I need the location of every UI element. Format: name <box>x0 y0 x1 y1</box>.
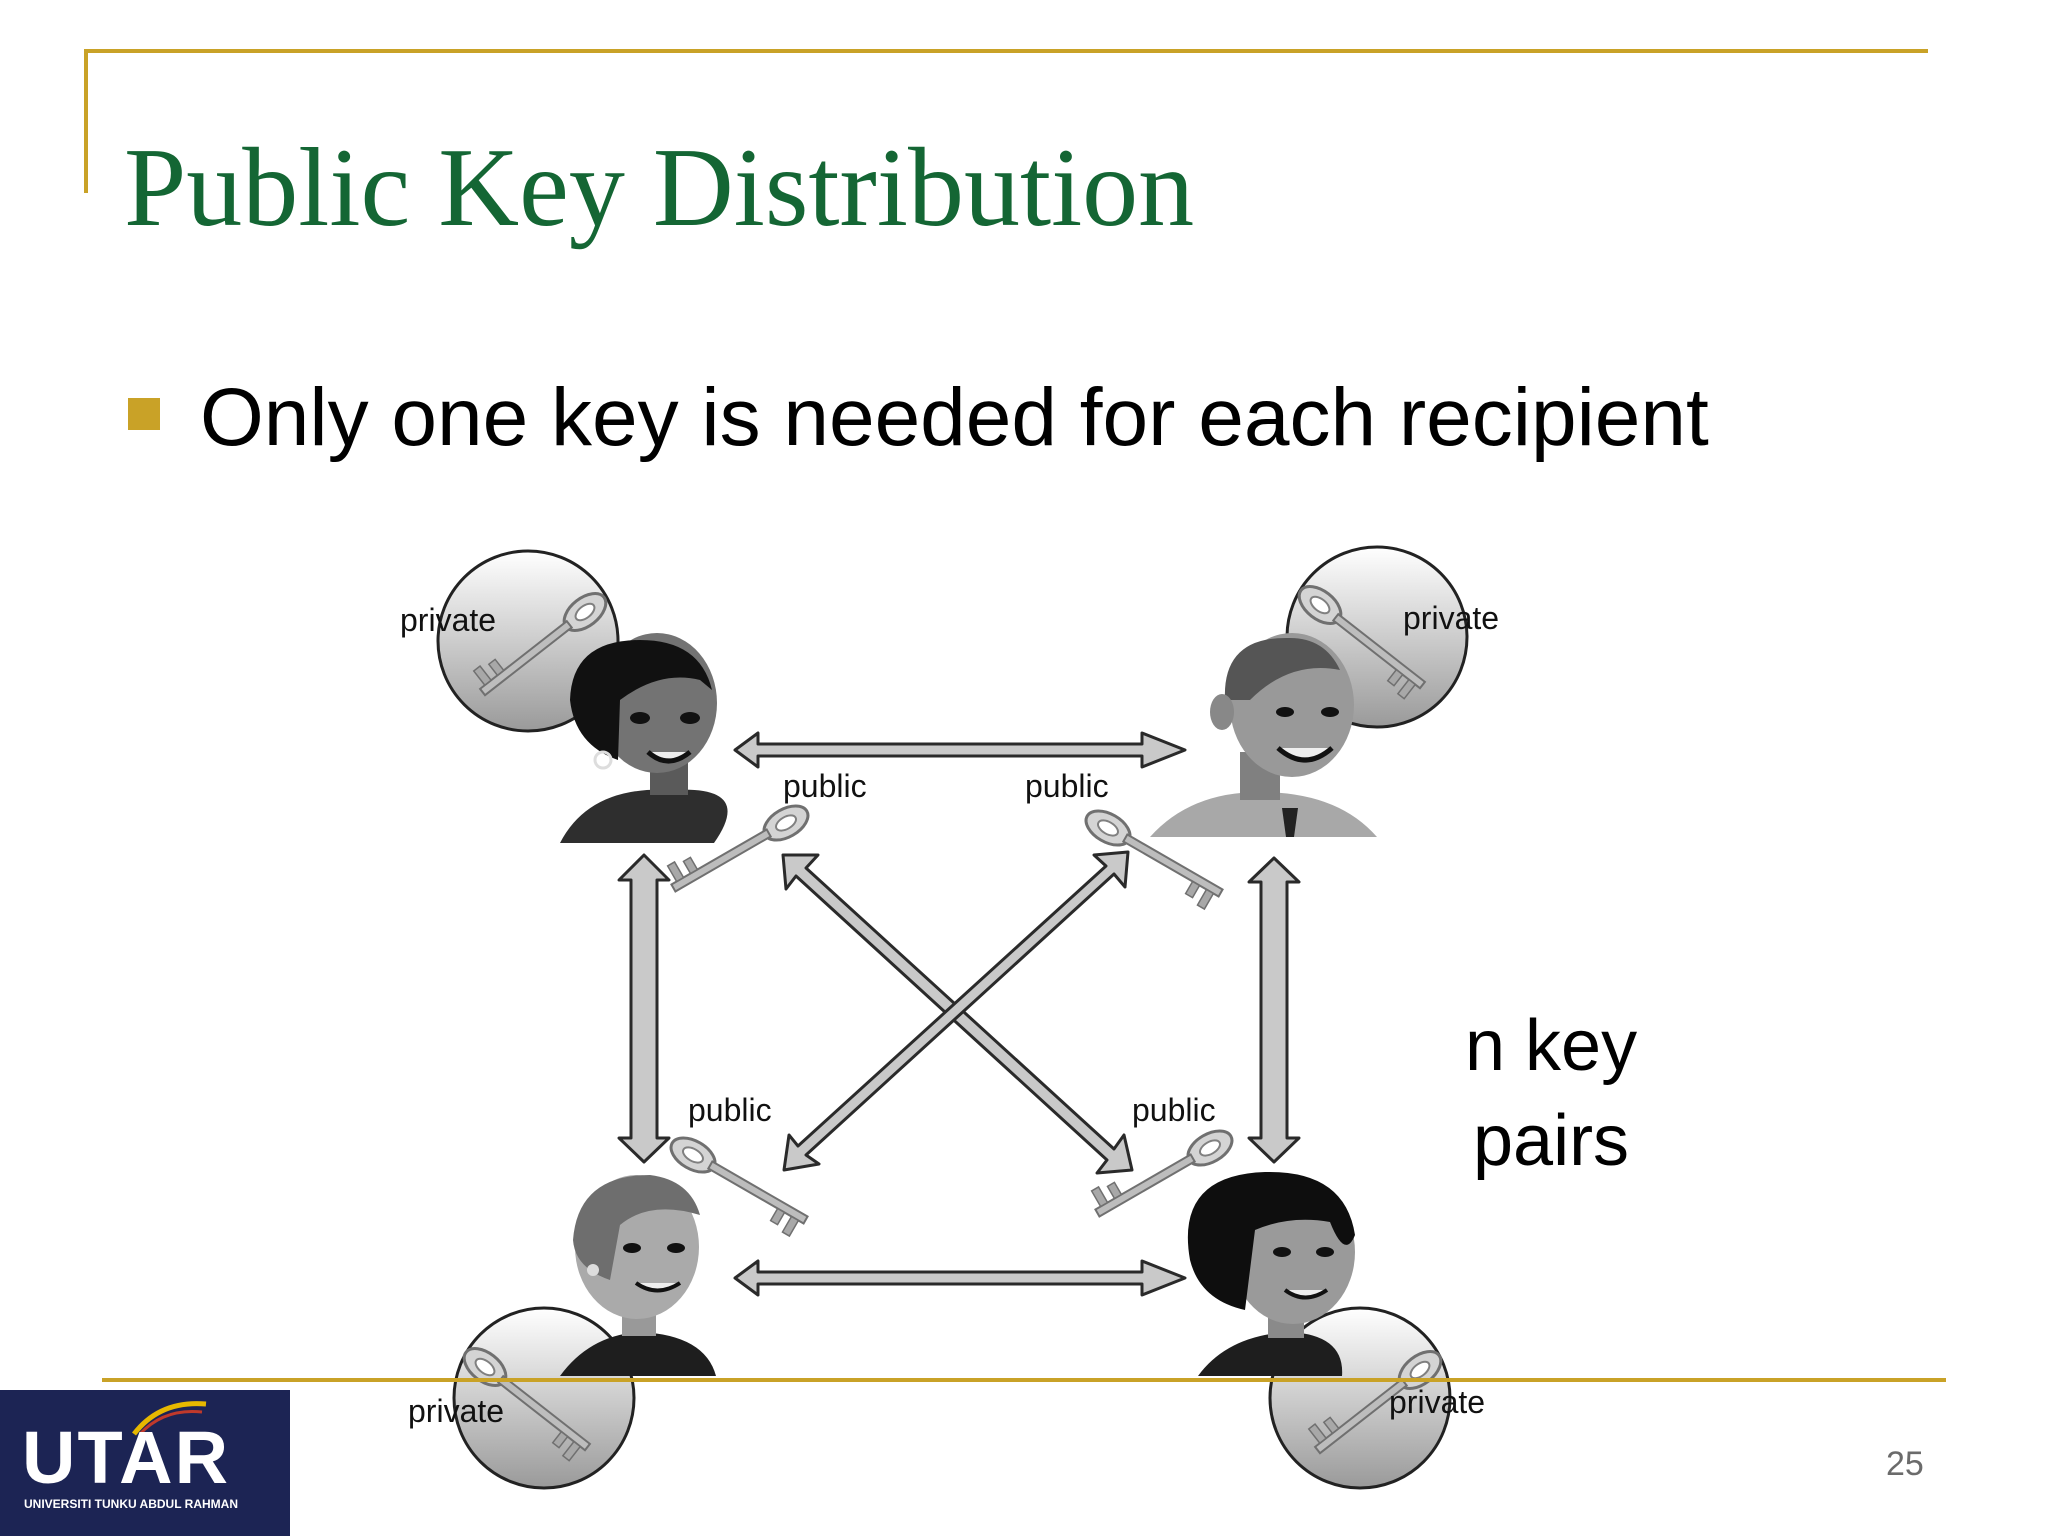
bottom-rule <box>102 1378 1946 1382</box>
person-top-right <box>1150 633 1377 837</box>
arrow-left-vertical <box>617 853 671 1164</box>
label-public-bottom-left: public <box>688 1092 772 1128</box>
label-private-top-left: private <box>400 602 496 638</box>
left-rule <box>84 49 88 193</box>
label-private-top-right: private <box>1403 600 1499 636</box>
person-bottom-right <box>1187 1171 1355 1376</box>
slide-title: Public Key Distribution <box>124 126 1195 250</box>
note-line-2: pairs <box>1473 1101 1629 1181</box>
label-private-bottom-right: private <box>1389 1384 1485 1420</box>
label-public-bottom-right: public <box>1132 1092 1216 1128</box>
label-public-top-right: public <box>1025 768 1109 804</box>
bullet-text: Only one key is needed for each recipien… <box>200 372 1709 463</box>
label-private-bottom-left: private <box>408 1393 504 1429</box>
person-top-left <box>560 633 728 843</box>
arrow-right-vertical <box>1247 856 1301 1164</box>
bullet-marker <box>128 398 160 430</box>
note-line-1: n key <box>1465 1006 1637 1086</box>
top-rule <box>84 49 1928 53</box>
logo-subtitle: UNIVERSITI TUNKU ABDUL RAHMAN <box>24 1497 238 1511</box>
page-number: 25 <box>1886 1445 1924 1483</box>
arrow-bottom-horizontal <box>733 1259 1187 1297</box>
logo-wordmark: UTAR <box>22 1416 231 1499</box>
label-public-top-left: public <box>783 768 867 804</box>
arrow-diagonal-up-right <box>782 850 1130 1172</box>
arrow-top-horizontal <box>733 731 1187 769</box>
person-bottom-left <box>560 1175 716 1376</box>
logo-swoosh-icon <box>132 1401 207 1436</box>
utar-logo: UTAR UNIVERSITI TUNKU ABDUL RAHMAN <box>0 1390 290 1536</box>
